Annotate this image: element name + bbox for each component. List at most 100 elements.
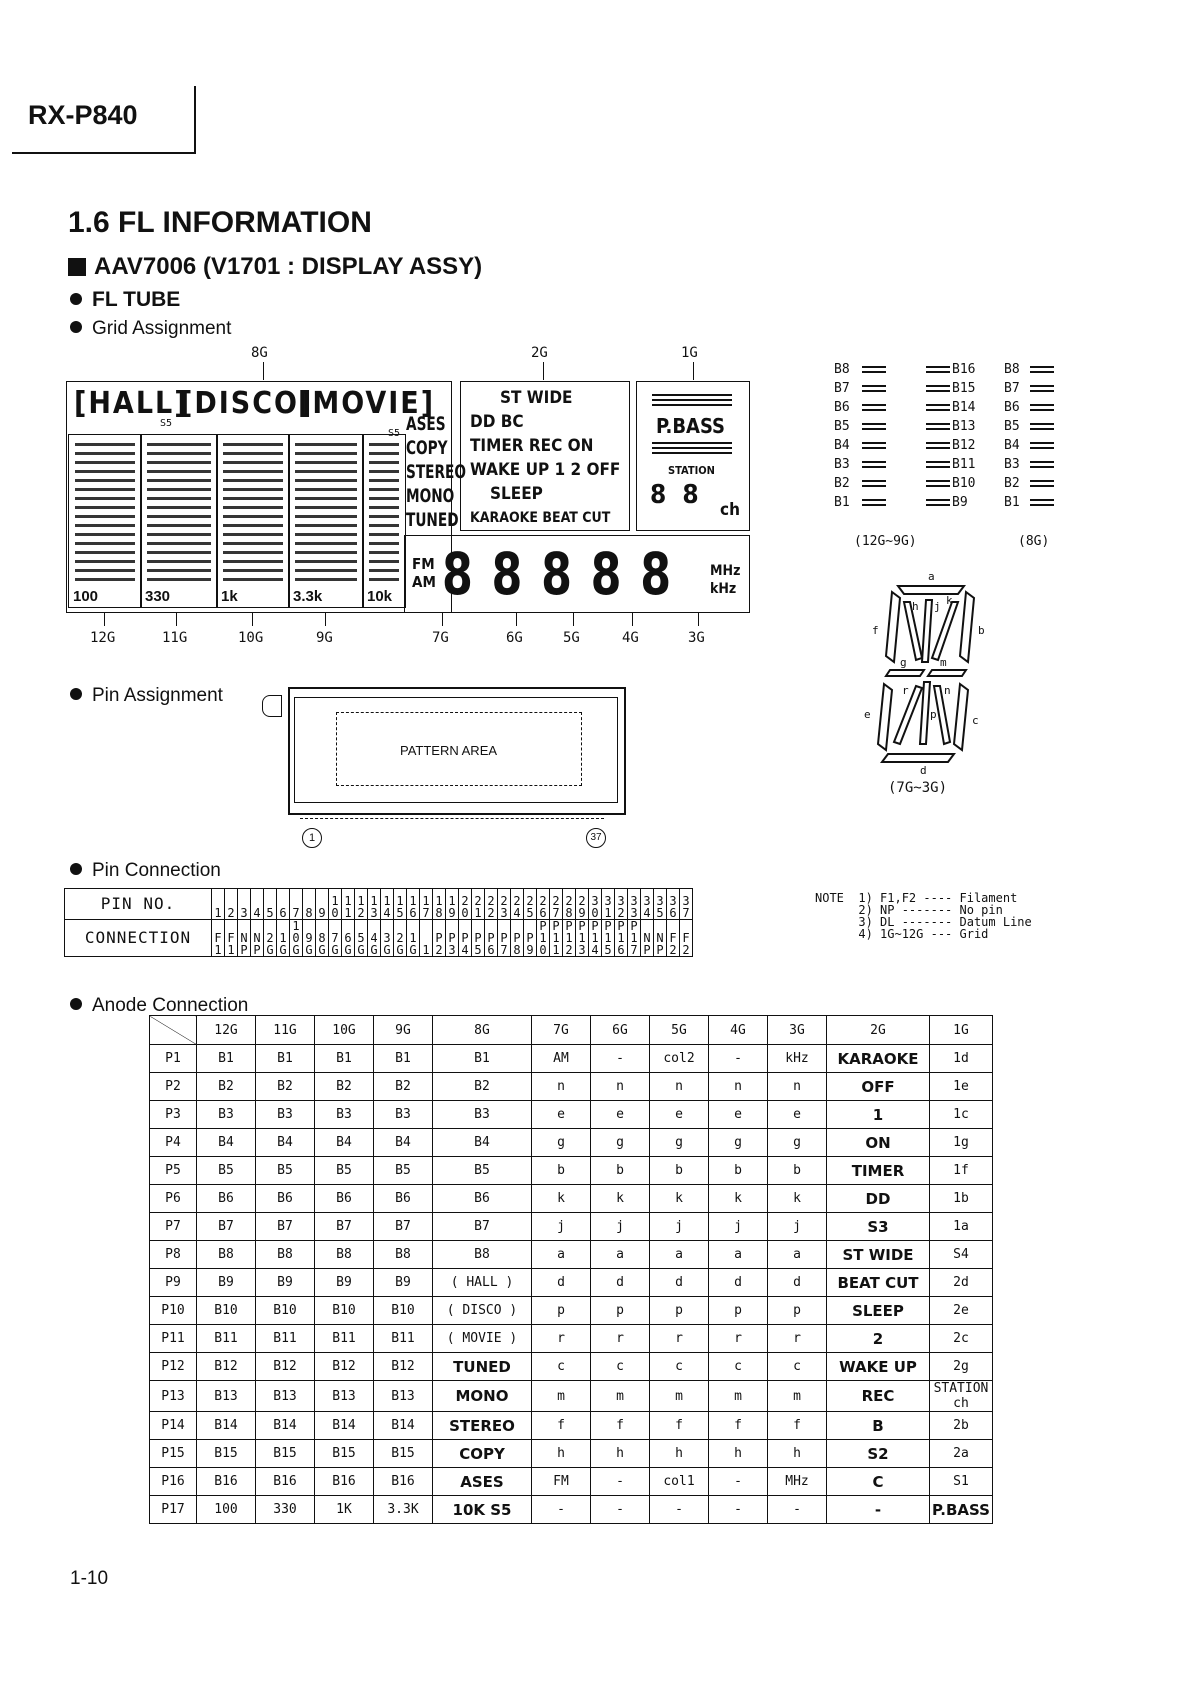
- table-cell: P1: [149, 1044, 197, 1073]
- pin-number-cell: 21: [471, 888, 485, 920]
- pin-number-cell: 3: [237, 888, 251, 920]
- note-line: 3) DL ------- Datum Line: [815, 915, 1032, 929]
- table-cell: 2: [826, 1324, 930, 1353]
- table-cell: B5: [432, 1156, 532, 1185]
- pin-number-cell: 20: [458, 888, 472, 920]
- pin-connection-cell: 2G: [393, 919, 407, 957]
- table-cell: B6: [314, 1184, 374, 1213]
- table-cell: c: [590, 1352, 650, 1381]
- table-cell: 1d: [929, 1044, 993, 1073]
- table-cell: B9: [196, 1268, 256, 1297]
- freq-label: 3.3k: [293, 588, 323, 605]
- table-cell: STATION ch: [929, 1380, 993, 1412]
- band-labels: FM AM: [412, 555, 436, 591]
- table-cell: P6: [149, 1184, 197, 1213]
- dd-bc: DD BC: [470, 412, 524, 432]
- table-cell: B5: [314, 1156, 374, 1185]
- bullet-icon: [70, 688, 82, 700]
- unit-khz: kHz: [710, 581, 737, 597]
- table-cell: B15: [314, 1439, 374, 1468]
- band-am: AM: [412, 573, 436, 591]
- grid-leader: [698, 612, 699, 626]
- table-cell: B7: [255, 1212, 315, 1241]
- grid-header-cell: 6G: [590, 1015, 650, 1045]
- pin-connection-cell: 4G: [367, 919, 381, 957]
- table-cell: B1: [196, 1044, 256, 1073]
- grid-label: 9G: [316, 630, 333, 646]
- table-cell: j: [708, 1212, 768, 1241]
- table-cell: -: [590, 1495, 650, 1524]
- pin-connection-cell: NP: [250, 919, 264, 957]
- table-cell: -: [708, 1044, 768, 1073]
- table-cell: 1c: [929, 1100, 993, 1129]
- table-cell: j: [590, 1212, 650, 1241]
- legend-label: B6: [834, 400, 850, 415]
- tube-outline: [288, 687, 626, 815]
- fl-tube-heading: FL TUBE: [70, 288, 180, 312]
- table-cell: -: [590, 1044, 650, 1073]
- table-cell: e: [767, 1100, 827, 1129]
- table-cell: k: [531, 1184, 591, 1213]
- bar-column-12g: 100: [68, 434, 142, 608]
- table-cell: e: [708, 1100, 768, 1129]
- table-cell: r: [590, 1324, 650, 1353]
- pin-connection-cell: P11: [549, 919, 563, 957]
- table-cell: e: [649, 1100, 709, 1129]
- table-cell: d: [531, 1268, 591, 1297]
- table-cell: b: [531, 1156, 591, 1185]
- pin-number-cell: 35: [653, 888, 667, 920]
- table-cell: -: [531, 1495, 591, 1524]
- fl-right-panel: [636, 381, 750, 531]
- table-cell: P3: [149, 1100, 197, 1129]
- table-cell: f: [590, 1411, 650, 1440]
- seg-j: j: [934, 600, 941, 613]
- table-cell: c: [531, 1352, 591, 1381]
- table-cell: m: [708, 1380, 768, 1412]
- grid-label: 12G: [90, 630, 116, 646]
- table-cell: b: [590, 1156, 650, 1185]
- pin-number-cell: 1: [211, 888, 225, 920]
- table-cell: -: [767, 1495, 827, 1524]
- grid-label: 4G: [622, 630, 639, 646]
- table-cell: MONO: [432, 1380, 532, 1412]
- legend-label: B6: [1004, 400, 1020, 415]
- pin-last-marker: 37: [586, 828, 606, 848]
- legend-label: B11: [952, 457, 976, 472]
- table-cell: B14: [255, 1411, 315, 1440]
- pin-connection-cell: P4: [458, 919, 472, 957]
- bar-segments: [75, 443, 135, 585]
- bar-segments: [223, 443, 283, 585]
- pin-connection-cell: 10G: [289, 919, 303, 957]
- mode-movie: [MOVIE]: [298, 386, 436, 421]
- table-cell: m: [767, 1380, 827, 1412]
- pin-first-marker: 1: [302, 828, 322, 848]
- table-cell: P12: [149, 1352, 197, 1381]
- pin-number-cell: 6: [276, 888, 290, 920]
- wake-up-off: WAKE UP 1 2 OFF: [470, 460, 621, 480]
- table-cell: B6: [196, 1184, 256, 1213]
- table-cell: b: [767, 1156, 827, 1185]
- part-title-text: AAV7006 (V1701 : DISPLAY ASSY): [94, 253, 483, 280]
- seg-g: g: [900, 656, 907, 669]
- table-cell: r: [708, 1324, 768, 1353]
- table-cell: B9: [373, 1268, 433, 1297]
- legend-label: B2: [1004, 476, 1020, 491]
- table-cell: g: [708, 1128, 768, 1157]
- pin-connection-cell: P3: [445, 919, 459, 957]
- pin-connection-cell: F1: [224, 919, 238, 957]
- square-bullet-icon: [68, 258, 86, 276]
- note-line: NOTE 1) F1,F2 ---- Filament: [815, 891, 1018, 905]
- table-cell: p: [531, 1296, 591, 1325]
- table-cell: S3: [826, 1212, 930, 1241]
- table-cell: a: [531, 1240, 591, 1269]
- bar-column-10g: 1k: [216, 434, 290, 608]
- grid-label: 5G: [563, 630, 580, 646]
